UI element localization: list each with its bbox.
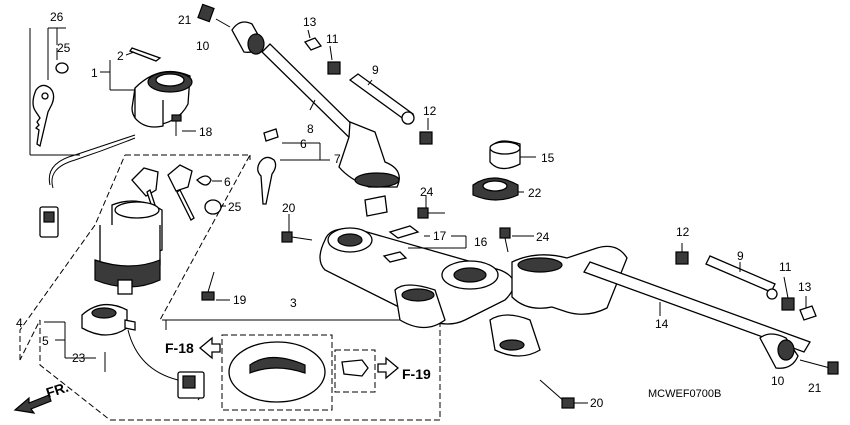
callout-18: 18 xyxy=(199,125,213,139)
callout-2: 2 xyxy=(117,49,124,63)
callout-25b: 25 xyxy=(228,200,242,214)
fuel-cap xyxy=(221,334,376,411)
callout-21b: 21 xyxy=(808,381,822,395)
lock-set-box xyxy=(19,154,441,421)
callout-13: 13 xyxy=(303,15,317,29)
callout-4: 4 xyxy=(16,316,23,330)
callout-9: 9 xyxy=(372,63,379,77)
callout-16: 16 xyxy=(474,235,488,249)
callout-19: 19 xyxy=(233,293,247,307)
fr-label: FR. xyxy=(44,379,70,401)
handlebar-parts-right-top xyxy=(472,140,521,201)
f19-ref: F-19 xyxy=(377,356,431,382)
callout-26: 26 xyxy=(50,10,64,24)
arrow-right-icon xyxy=(377,356,400,380)
callout-10: 10 xyxy=(196,39,210,53)
callout-20b: 20 xyxy=(590,396,604,410)
key-head-icon xyxy=(131,167,159,197)
callout-3: 3 xyxy=(290,296,297,310)
key-ring-icon xyxy=(55,62,69,74)
callout-6b: 6 xyxy=(224,175,231,189)
callout-24: 24 xyxy=(420,185,434,199)
callouts: 26 25 2 1 18 21 10 13 11 9 8 12 15 22 6 … xyxy=(16,10,822,410)
f18-ref: F-18 xyxy=(165,336,221,360)
callout-10b: 10 xyxy=(771,374,785,388)
callout-20: 20 xyxy=(282,201,296,215)
callout-13b: 13 xyxy=(798,280,812,294)
callout-22: 22 xyxy=(528,186,542,200)
callout-25: 25 xyxy=(57,41,71,55)
front-direction-indicator: FR. xyxy=(13,379,70,414)
callout-7: 7 xyxy=(334,152,341,166)
callout-8: 8 xyxy=(307,122,314,136)
callout-5: 5 xyxy=(42,334,49,348)
front-arrow-icon xyxy=(13,394,52,414)
f19-label: F-19 xyxy=(402,366,431,382)
key-blank-icon xyxy=(32,84,55,148)
callout-21: 21 xyxy=(178,13,192,27)
callout-24b: 24 xyxy=(536,230,550,244)
callout-17: 17 xyxy=(433,229,447,243)
arrow-left-icon xyxy=(198,336,221,360)
callout-1: 1 xyxy=(91,66,98,80)
callout-11b: 11 xyxy=(779,260,792,274)
ignition-switch xyxy=(39,47,193,238)
f18-label: F-18 xyxy=(165,340,194,356)
callout-14: 14 xyxy=(655,317,669,331)
callout-6: 6 xyxy=(300,137,307,151)
callout-15: 15 xyxy=(541,151,555,165)
callout-9b: 9 xyxy=(737,249,744,263)
diagram-code: MCWEF0700B xyxy=(648,388,721,400)
seat-lock-switch xyxy=(81,303,205,401)
callout-11: 11 xyxy=(326,32,339,46)
key-assembly xyxy=(94,164,195,295)
left-handlebar xyxy=(197,3,433,217)
top-bridge xyxy=(319,225,541,357)
key-set-group xyxy=(29,27,80,156)
right-handlebar xyxy=(511,245,839,375)
callout-23: 23 xyxy=(72,351,86,365)
callout-12b: 12 xyxy=(676,225,690,239)
callout-12: 12 xyxy=(423,104,437,118)
